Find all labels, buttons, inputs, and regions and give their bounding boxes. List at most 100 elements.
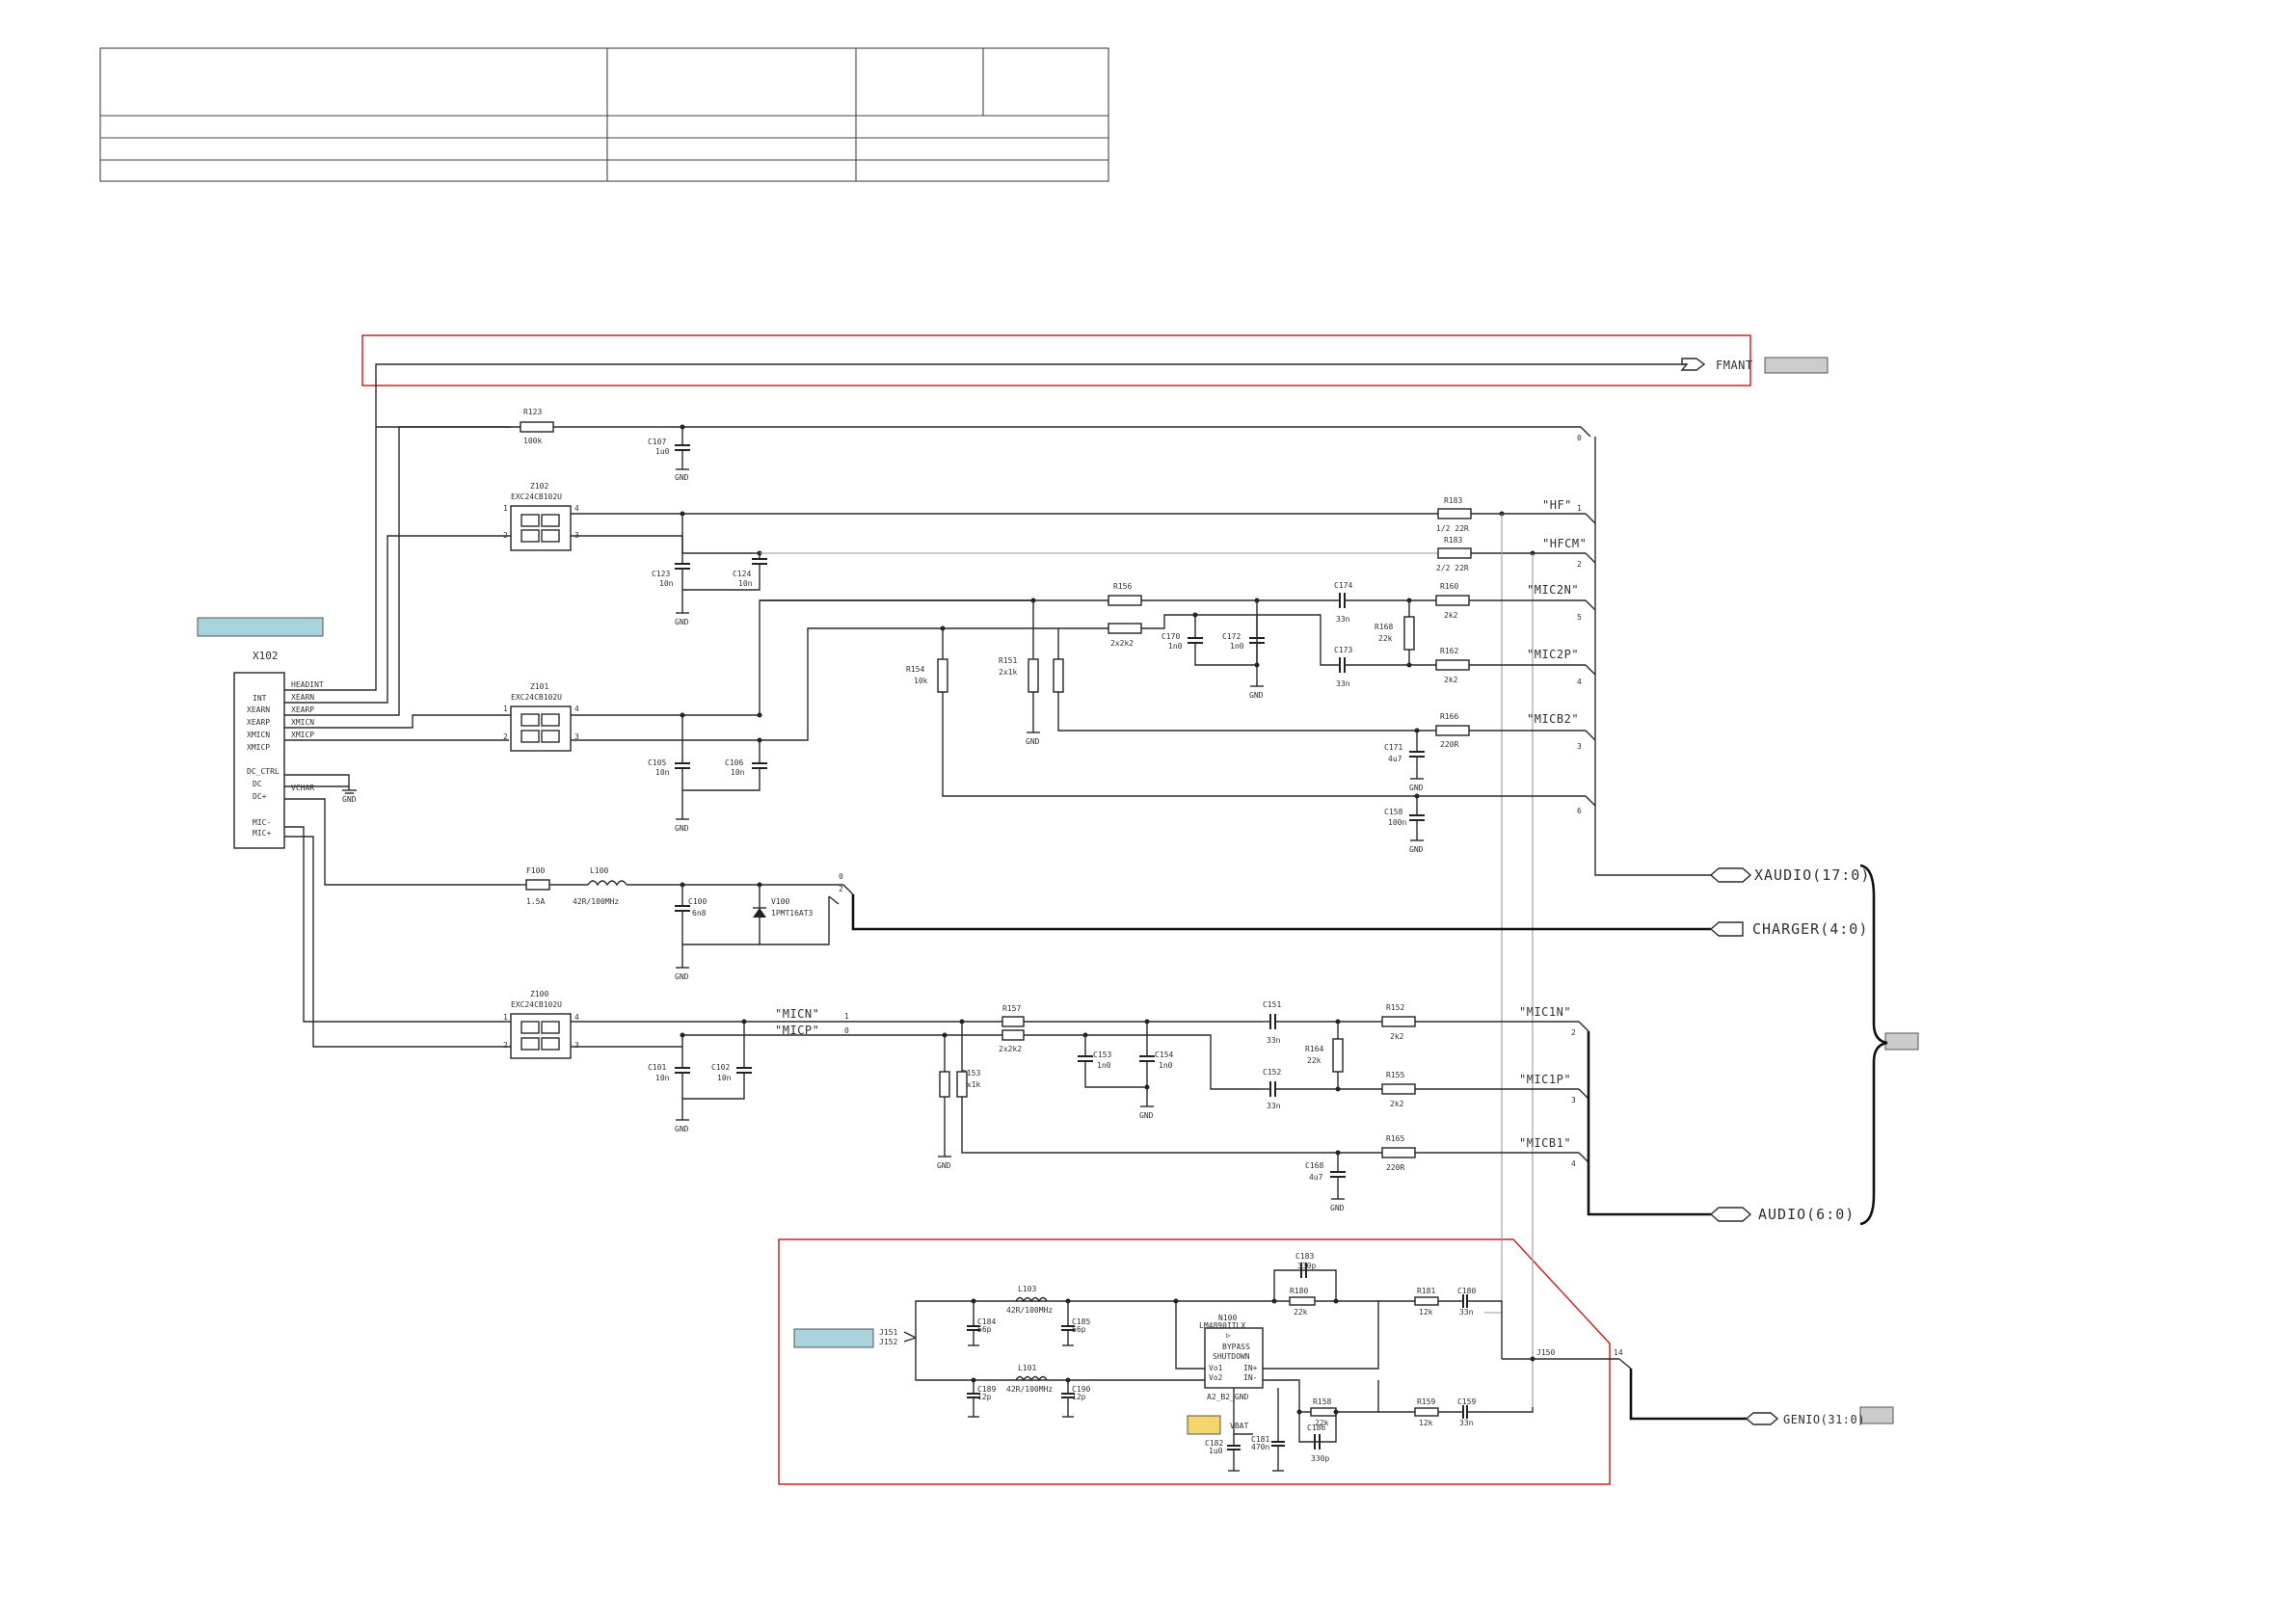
amp-part-label: 22k (1315, 1419, 1329, 1427)
c123-value: 10n (659, 579, 674, 588)
cyan-label-box-amp (793, 1328, 874, 1348)
xaudio-index: 1 (1577, 504, 1582, 513)
audio-index: 1 (844, 1012, 849, 1021)
svg-text:4: 4 (574, 705, 579, 713)
c100-ref: C100 (688, 897, 707, 906)
connector-side-label: XEARP (247, 718, 270, 727)
c171-value: 4u7 (1388, 755, 1402, 763)
connector-side-label: XMICN (247, 731, 270, 739)
connector-ref: X102 (253, 650, 279, 662)
jack-label: J152 (879, 1338, 897, 1346)
svg-text:1: 1 (503, 504, 508, 513)
v100-ref: V100 (771, 897, 789, 906)
audio-index: 2 (1571, 1028, 1576, 1037)
c101-value: 10n (655, 1074, 670, 1082)
audio-bus: 2 3 4 AUDIO(6:0) (1571, 1021, 1855, 1223)
svg-text:4: 4 (574, 504, 579, 513)
net-micp: "MICP" (775, 1024, 819, 1037)
z100-ref: Z100 (530, 990, 548, 998)
connector-pin-label: HEADINT (291, 680, 324, 689)
amp-part-label: 12p (1072, 1393, 1086, 1401)
net-mic2n: "MIC2N" (1527, 583, 1579, 597)
r166-value: 220R (1440, 740, 1458, 749)
r154-value: 10k (914, 677, 928, 685)
z101-ref: Z101 (530, 682, 548, 691)
fmant-label: FMANT (1716, 359, 1753, 372)
connector-side-label: MIC+ (253, 829, 271, 838)
r153-value: 2x1k (962, 1080, 980, 1089)
f100-value: 1.5A (526, 897, 545, 906)
c101-ref: C101 (648, 1063, 666, 1072)
svg-text:2: 2 (503, 531, 508, 540)
charger-index: 2 (839, 885, 843, 893)
connector-pin-label: XMICN (291, 718, 314, 727)
c124-value: 10n (738, 579, 753, 588)
svg-text:2: 2 (503, 1041, 508, 1050)
r154-ref: R154 (906, 665, 924, 674)
gnd-label: GND (1409, 784, 1424, 792)
gnd-label: GND (1026, 737, 1040, 746)
c151-ref: C151 (1263, 1000, 1281, 1009)
svg-text:4: 4 (574, 1013, 579, 1022)
amp-part-label: R158 (1313, 1397, 1331, 1406)
amp-part-label: C159 (1457, 1397, 1476, 1406)
r157-ref: R157 (1002, 1004, 1021, 1013)
title-block (99, 47, 1109, 182)
xaudio-label: XAUDIO(17:0) (1754, 866, 1870, 884)
amp-pin: SHUTDOWN (1213, 1352, 1250, 1361)
amp-part-label: 1u0 (1209, 1447, 1223, 1455)
f100-ref: F100 (526, 866, 545, 875)
c124-ref: C124 (733, 570, 751, 578)
amp-pin: IN+ (1243, 1364, 1258, 1372)
xaudio-index: 3 (1577, 742, 1582, 751)
audio-index: 4 (1571, 1159, 1576, 1168)
gnd-label: GND (1330, 1204, 1345, 1212)
r156-value: 2x2k2 (1110, 639, 1134, 648)
r168-ref: R168 (1375, 623, 1393, 631)
z102-part: EXC24CB102U (511, 492, 562, 501)
connector-pin-label: XEARN (291, 693, 314, 702)
r155-ref: R155 (1386, 1071, 1404, 1079)
r160-ref: R160 (1440, 582, 1458, 591)
r157-value: 2x2k2 (999, 1045, 1022, 1053)
gnd-label: GND (675, 618, 689, 626)
filter-z102: Z102 EXC24CB102U 12 43 (503, 482, 579, 551)
bus-brace (1859, 864, 1888, 1226)
c170-ref: C170 (1161, 632, 1180, 641)
hf-lines: C123 10n GND C124 10n R183 1/2 22R R183 … (571, 496, 1587, 1407)
c102-value: 10n (717, 1074, 732, 1082)
c151-value: 33n (1267, 1036, 1281, 1045)
r123-branch: R123 100k C107 1u0 GND (376, 408, 1581, 482)
amp-part-label: 12p (977, 1393, 992, 1401)
r162-value: 2k2 (1444, 676, 1458, 684)
amp-part-label: 56p (977, 1325, 992, 1334)
r123-ref: R123 (523, 408, 542, 416)
xaudio-index: 4 (1577, 678, 1582, 686)
net-micb2: "MICB2" (1527, 712, 1579, 726)
amp-part: LM4890ITLX (1199, 1321, 1245, 1330)
amp-part-label: R159 (1417, 1397, 1435, 1406)
xaudio-index: 0 (1577, 434, 1582, 442)
audio-label: AUDIO(6:0) (1758, 1206, 1855, 1223)
gnd-label: GND (937, 1161, 951, 1170)
connector-side-label: DC+ (253, 792, 267, 801)
gray-label-box-audio (1884, 1032, 1919, 1051)
c173-value: 33n (1336, 679, 1350, 688)
amp-part-label: L101 (1018, 1364, 1036, 1372)
genio-index: 14 (1614, 1348, 1623, 1357)
r123-value: 100k (523, 437, 542, 445)
amp-gnd-label: A2_B2_GND (1207, 1393, 1249, 1401)
connector-pin-label: XMICP (291, 731, 314, 739)
amp-pin: Vo1 (1209, 1364, 1223, 1372)
amp-part-label: 12k (1419, 1308, 1433, 1317)
charger-section: F100 1.5A L100 42R/100MHz C100 6n8 GND V… (521, 866, 1867, 981)
r165-ref: R165 (1386, 1134, 1404, 1143)
gnd-label: GND (1249, 691, 1264, 700)
c154-ref: C154 (1155, 1051, 1173, 1059)
amp-ref: N100 (1218, 1314, 1237, 1322)
ground-symbol: GND (342, 789, 357, 804)
audio-index: 3 (1571, 1096, 1576, 1104)
connector-pin-label: VCHAR (291, 784, 314, 792)
xaudio-bus: 0 1 2 5 4 3 6 XAUDIO(17:0) (1577, 426, 1870, 884)
